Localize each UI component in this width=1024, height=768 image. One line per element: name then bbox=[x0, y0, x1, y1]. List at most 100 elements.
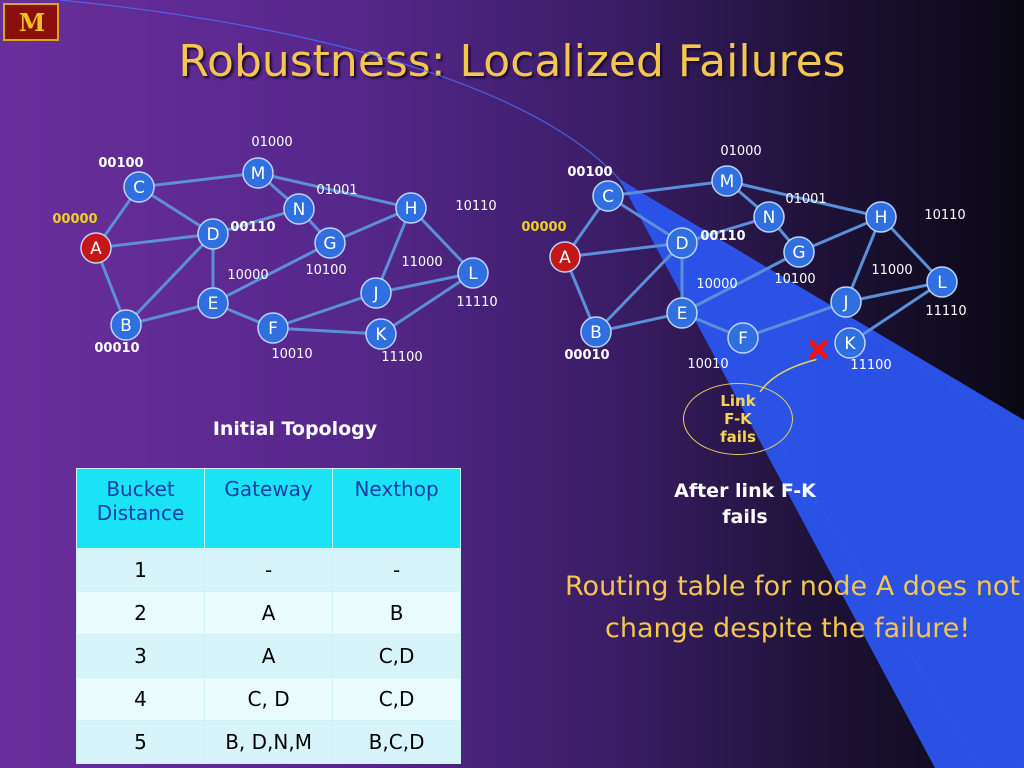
header-bucket-distance: Bucket Distance bbox=[75, 468, 206, 549]
initial-node-label: K bbox=[375, 325, 387, 345]
after-node-label: B bbox=[590, 323, 602, 343]
table-row: 3 A C,D bbox=[75, 634, 461, 678]
initial-node-circle bbox=[123, 171, 155, 203]
after-node-N: N 01001 bbox=[753, 192, 827, 233]
cell-nexthop: C,D bbox=[332, 677, 461, 721]
initial-node-label: M bbox=[251, 164, 266, 184]
logo-letter: M bbox=[18, 7, 46, 37]
cell-gateway: B, D,N,M bbox=[204, 720, 334, 764]
initial-node-code: 10000 bbox=[227, 268, 268, 283]
after-node-circle bbox=[711, 165, 743, 197]
initial-node-label: G bbox=[323, 234, 336, 254]
initial-node-label: L bbox=[468, 264, 478, 284]
initial-edge-C-M bbox=[138, 171, 259, 189]
cell-gateway: - bbox=[204, 548, 334, 592]
initial-node-circle bbox=[283, 193, 315, 225]
table-row: 5 B, D,N,M B,C,D bbox=[75, 720, 461, 764]
initial-node-circle bbox=[395, 192, 427, 224]
initial-node-code: 00100 bbox=[98, 156, 143, 171]
after-node-label: A bbox=[559, 248, 571, 268]
after-edge-B-D bbox=[594, 241, 684, 334]
after-edge-C-M bbox=[607, 179, 728, 198]
after-node-D: D 00110 bbox=[666, 227, 746, 259]
after-node-code: 11000 bbox=[871, 263, 912, 278]
initial-node-label: A bbox=[90, 239, 102, 259]
initial-node-A: A 00000 bbox=[52, 212, 112, 264]
initial-node-label: H bbox=[405, 199, 418, 219]
cell-nexthop: B bbox=[332, 591, 461, 635]
initial-node-code: 01001 bbox=[316, 183, 357, 198]
initial-node-code: 11100 bbox=[381, 350, 422, 365]
failure-callout: Link F-K fails bbox=[683, 383, 793, 455]
table-row: 1 - - bbox=[75, 548, 461, 592]
cell-nexthop: - bbox=[332, 548, 461, 592]
after-node-code: 00000 bbox=[521, 220, 566, 235]
cell-bucket: 4 bbox=[75, 677, 206, 721]
initial-node-circle bbox=[365, 318, 397, 350]
after-node-code: 10110 bbox=[924, 208, 965, 223]
after-edge-F-J bbox=[742, 300, 847, 340]
initial-node-label: J bbox=[372, 284, 378, 304]
cell-gateway: C, D bbox=[204, 677, 334, 721]
cell-gateway: A bbox=[204, 634, 334, 678]
after-node-label: M bbox=[720, 172, 735, 192]
after-node-circle bbox=[549, 241, 581, 273]
after-edge-A-D bbox=[564, 241, 683, 259]
cell-nexthop: B,C,D bbox=[332, 720, 461, 764]
after-node-circle bbox=[727, 322, 759, 354]
initial-node-label: F bbox=[268, 319, 278, 339]
after-node-code: 11100 bbox=[850, 358, 891, 373]
after-node-label: C bbox=[602, 187, 614, 207]
initial-node-circle bbox=[257, 312, 289, 344]
after-node-code: 00110 bbox=[700, 229, 745, 244]
after-node-code: 01001 bbox=[785, 192, 826, 207]
initial-edge-J-L bbox=[375, 271, 474, 295]
initial-node-circle bbox=[197, 287, 229, 319]
table-row: 2 A B bbox=[75, 591, 461, 635]
after-node-A: A 00000 bbox=[521, 220, 581, 273]
after-node-label: J bbox=[842, 293, 848, 313]
initial-node-circle bbox=[110, 309, 142, 341]
after-node-code: 10100 bbox=[774, 272, 815, 287]
after-node-label: D bbox=[675, 234, 688, 254]
initial-node-label: B bbox=[120, 316, 132, 336]
cell-bucket: 5 bbox=[75, 720, 206, 764]
after-node-code: 11110 bbox=[925, 304, 966, 319]
cell-bucket: 2 bbox=[75, 591, 206, 635]
after-node-circle bbox=[834, 327, 866, 359]
after-node-label: N bbox=[763, 208, 776, 228]
cell-bucket: 1 bbox=[75, 548, 206, 592]
after-node-label: E bbox=[677, 304, 688, 324]
after-node-label: G bbox=[792, 243, 805, 263]
routing-note: Routing table for node A does not change… bbox=[565, 571, 1020, 644]
after-node-code: 10010 bbox=[687, 357, 728, 372]
after-node-circle bbox=[865, 201, 897, 233]
initial-node-code: 10110 bbox=[455, 199, 496, 214]
after-node-code: 01000 bbox=[720, 144, 761, 159]
failed-link-marker-icon bbox=[809, 340, 828, 359]
initial-edge-E-G bbox=[212, 241, 331, 305]
cell-bucket: 3 bbox=[75, 634, 206, 678]
initial-node-code: 00000 bbox=[52, 212, 97, 227]
initial-node-circle bbox=[80, 232, 112, 264]
after-node-circle bbox=[926, 266, 958, 298]
initial-node-label: N bbox=[293, 200, 306, 220]
initial-node-B: B 00010 bbox=[94, 309, 142, 356]
after-node-circle bbox=[830, 286, 862, 318]
after-node-G: G 10100 bbox=[774, 236, 816, 287]
initial-node-code: 00010 bbox=[94, 341, 139, 356]
